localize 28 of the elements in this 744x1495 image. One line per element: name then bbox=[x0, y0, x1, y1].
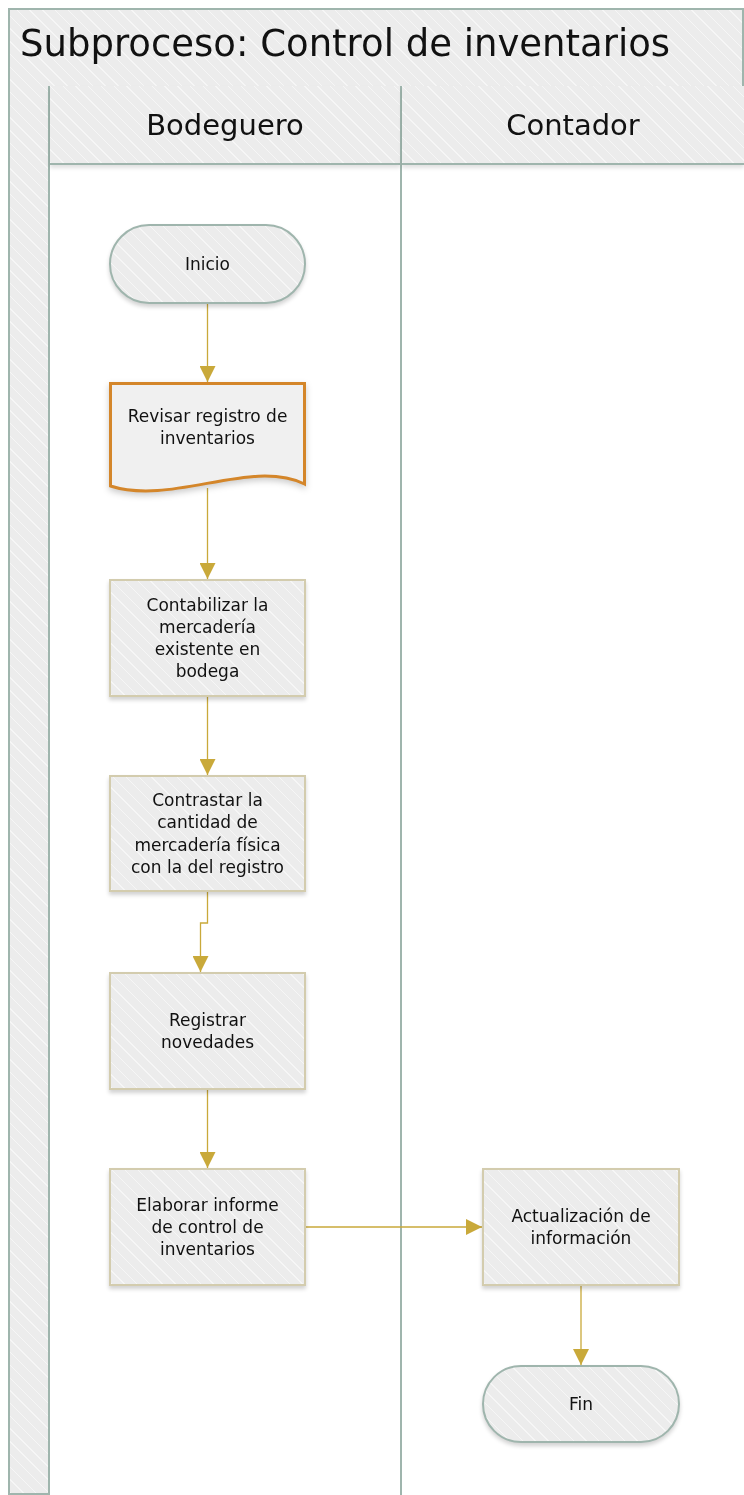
step-text: Fin bbox=[568, 1392, 593, 1416]
process-box bbox=[109, 972, 306, 1090]
swimlane bbox=[400, 86, 744, 1495]
arrow bbox=[199, 487, 216, 580]
step-text: Inicio bbox=[185, 252, 230, 276]
lane-title: Contador bbox=[505, 107, 641, 142]
arrow bbox=[199, 303, 216, 383]
step-text: Revisar registro de inventarios bbox=[126, 404, 289, 450]
lane-title: Bodeguero bbox=[145, 107, 305, 142]
pool-title: Subproceso: Control de inventarios bbox=[20, 22, 671, 65]
process-box bbox=[109, 579, 306, 697]
terminator-shape bbox=[109, 224, 306, 304]
swimlane bbox=[48, 86, 400, 1495]
step-text: Registrar novedades bbox=[160, 1008, 255, 1054]
terminator-shape bbox=[482, 1365, 680, 1443]
arrow bbox=[192, 891, 209, 973]
process-box bbox=[482, 1168, 680, 1286]
arrow bbox=[199, 1089, 216, 1169]
arrow bbox=[305, 1219, 483, 1235]
arrow bbox=[573, 1285, 589, 1366]
process-box bbox=[109, 1168, 306, 1286]
step-text: Contabilizar la mercadería existente en bodega bbox=[145, 593, 270, 683]
pool bbox=[8, 8, 744, 1495]
step-text: Elaborar informe de control de inventarios bbox=[135, 1193, 280, 1261]
process-box bbox=[109, 775, 306, 892]
step-text: Actualización de información bbox=[510, 1204, 652, 1250]
arrow bbox=[199, 696, 216, 776]
step-text: Contrastar la cantidad de mercadería física con la del registro bbox=[130, 789, 285, 878]
